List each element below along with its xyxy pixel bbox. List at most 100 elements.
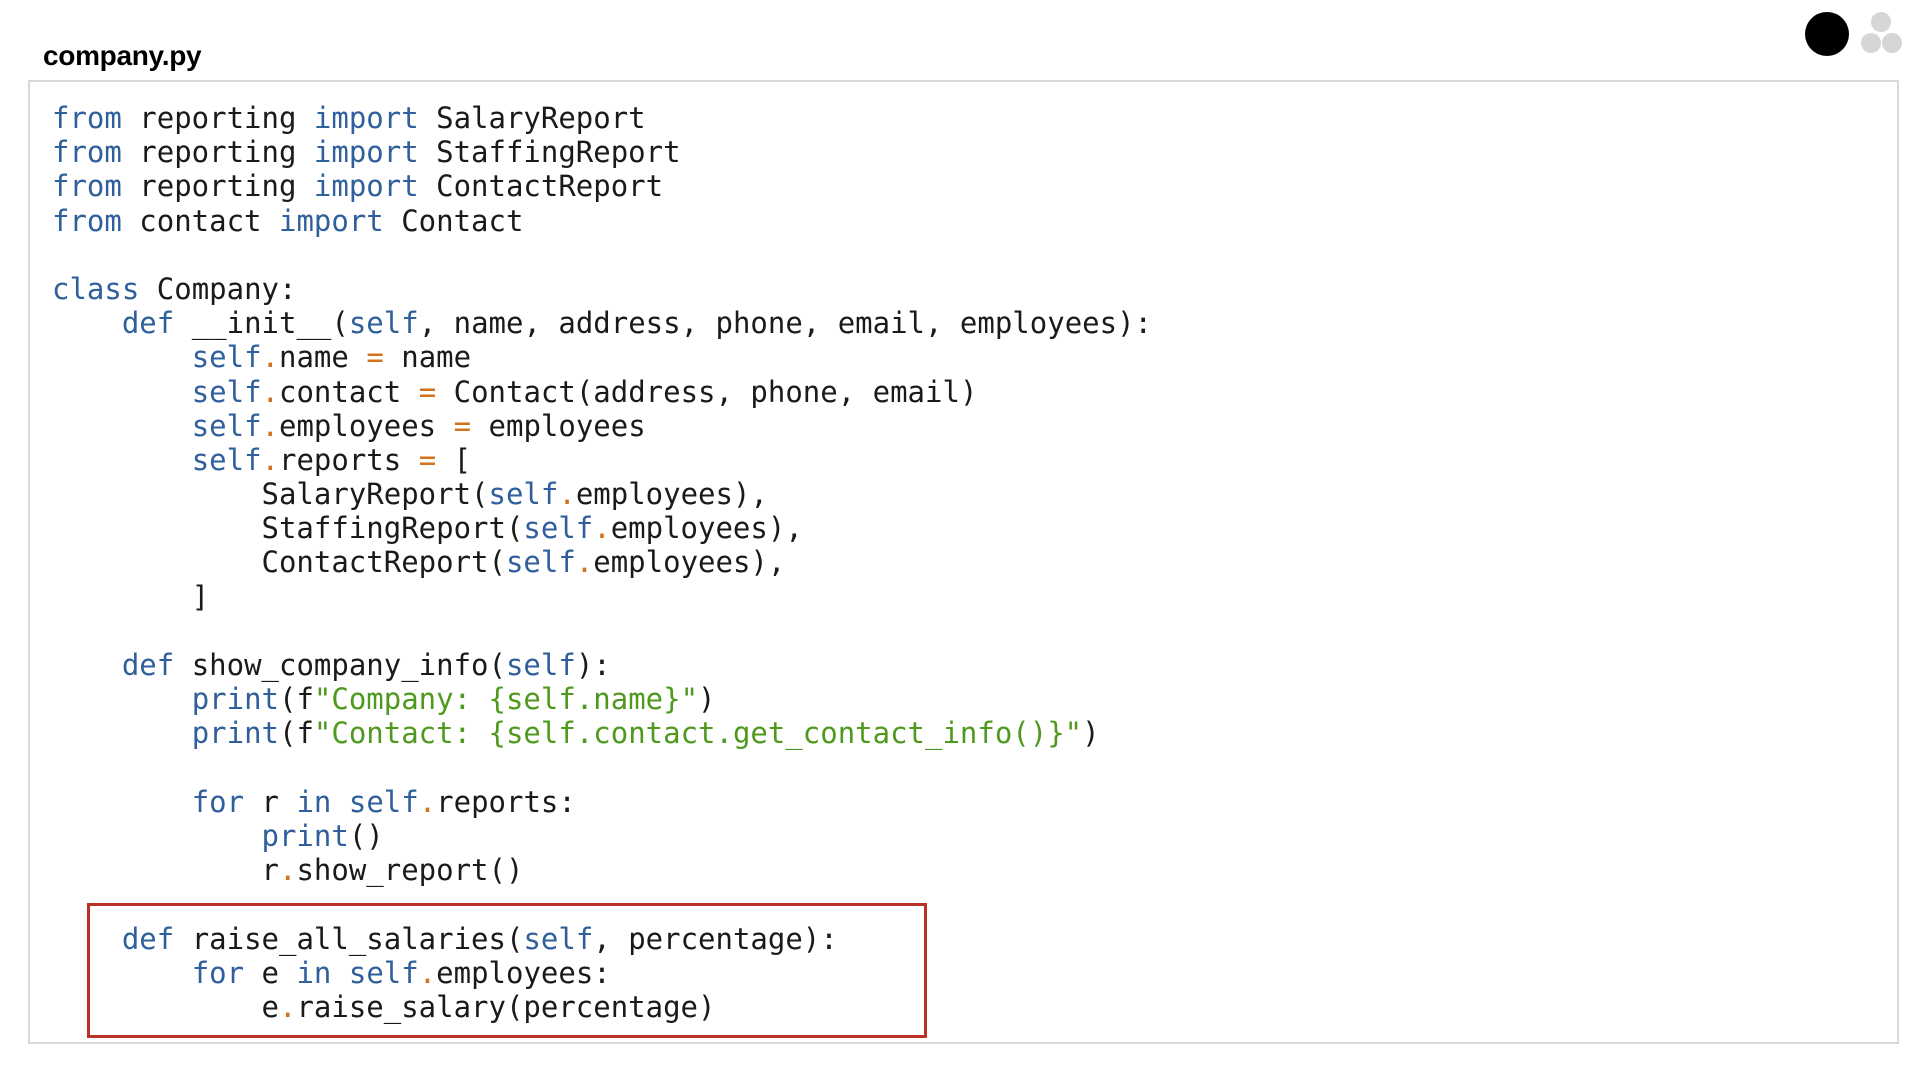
code-token: SalaryReport (418, 101, 646, 135)
code-line: for r in self.reports: (52, 785, 1152, 819)
code-token: (f (279, 716, 314, 751)
code-token: . (575, 545, 594, 580)
code-token: print (261, 818, 349, 853)
code-token: self (505, 545, 576, 580)
code-token: Contact(address, phone, email) (436, 374, 978, 409)
code-token: self (523, 511, 594, 546)
code-token: def (121, 648, 175, 682)
code-token: show_company_info( (174, 648, 506, 682)
code-token: self (523, 921, 594, 956)
code-line: r.show_report() (52, 853, 1152, 887)
code-line: from contact import Contact (52, 204, 1152, 238)
code-line: print(f"Company: {self.name}") (52, 682, 1152, 716)
code-token: ContactReport( (52, 545, 506, 580)
code-token: for (191, 784, 245, 819)
code-token: from (52, 169, 122, 204)
code-token: print (191, 716, 279, 751)
code-line: def __init__(self, name, address, phone,… (52, 306, 1152, 340)
code-token: contact (121, 203, 279, 238)
code-line (52, 614, 1152, 648)
code-token (52, 785, 192, 819)
code-token: for (191, 955, 245, 990)
code-token: . (261, 340, 279, 375)
code-token: import (313, 101, 419, 135)
code-token: employees: (436, 955, 611, 990)
code-line: StaffingReport(self.employees), (52, 511, 1152, 545)
code-token: = (453, 408, 472, 443)
code-token: () (348, 818, 384, 853)
code-line: ] (52, 580, 1152, 614)
code-token: self (348, 306, 419, 341)
code-token: reporting (121, 169, 314, 204)
code-line: def raise_all_salaries(self, percentage)… (52, 922, 1152, 956)
code-line: class Company: (52, 272, 1152, 306)
code-token: self (348, 955, 419, 990)
code-token (52, 306, 122, 340)
code-token (52, 682, 192, 716)
code-token: ): (575, 648, 611, 682)
slide-dot (1861, 33, 1881, 53)
code-token: [ (436, 442, 472, 477)
slide-indicator (1805, 10, 1905, 60)
code-line: for e in self.employees: (52, 956, 1152, 990)
code-token: Company: (139, 271, 297, 306)
code-token (52, 956, 192, 990)
code-token: SalaryReport( (52, 477, 489, 512)
slide-dot (1882, 33, 1902, 53)
code-token (52, 375, 192, 409)
slide-dot (1871, 12, 1891, 32)
code-token: r (52, 853, 279, 888)
code-token: . (261, 374, 279, 409)
code-line: def show_company_info(self): (52, 648, 1152, 682)
code-token: , name, address, phone, email, employees… (418, 306, 1152, 341)
code-token: ) (1082, 716, 1100, 751)
code-line: self.name = name (52, 340, 1152, 374)
code-token: . (261, 442, 279, 477)
code-token: reporting (121, 135, 314, 170)
code-token: Contact (383, 203, 524, 238)
code-token: self (488, 477, 559, 512)
code-token (52, 648, 122, 682)
code-token: . (278, 989, 297, 1024)
code-token: employees), (610, 511, 803, 546)
code-token: "Contact: {self.contact.get_contact_info… (313, 716, 1083, 751)
code-token: ) (698, 682, 716, 717)
code-token (52, 819, 262, 853)
code-token: e (52, 989, 279, 1024)
code-token: . (593, 511, 611, 546)
code-token: contact (279, 374, 419, 409)
code-token: ContactReport (418, 169, 664, 204)
code-token: self (348, 784, 419, 819)
code-token: self (191, 442, 262, 477)
code-token: . (418, 955, 437, 990)
code-line: self.contact = Contact(address, phone, e… (52, 375, 1152, 409)
code-token: reports (279, 442, 419, 477)
code-token: employees (471, 408, 646, 443)
code-token: import (313, 135, 419, 170)
code-token: self (191, 408, 262, 443)
code-line (52, 887, 1152, 921)
code-token: StaffingReport (418, 135, 681, 170)
code-line: from reporting import StaffingReport (52, 135, 1152, 169)
code-line: print() (52, 819, 1152, 853)
code-token: name (383, 340, 472, 375)
code-token: = (418, 374, 437, 409)
code-token: . (261, 408, 279, 443)
code-token: in (296, 784, 332, 819)
code-token: ] (52, 579, 210, 614)
code-line: e.raise_salary(percentage) (52, 990, 1152, 1024)
code-token: self (505, 648, 576, 682)
code-token: name (279, 340, 367, 375)
code-token: raise_salary(percentage) (296, 989, 716, 1024)
code-token: (f (279, 682, 314, 717)
code-line: ContactReport(self.employees), (52, 545, 1152, 579)
code-token: def (121, 306, 175, 341)
code-token: import (278, 203, 384, 238)
code-token: show_report() (296, 853, 524, 888)
code-token (52, 443, 192, 477)
code-token: . (558, 477, 576, 512)
code-line: from reporting import SalaryReport (52, 101, 1152, 135)
code-token: class (52, 271, 140, 306)
code-token: self (191, 374, 262, 409)
